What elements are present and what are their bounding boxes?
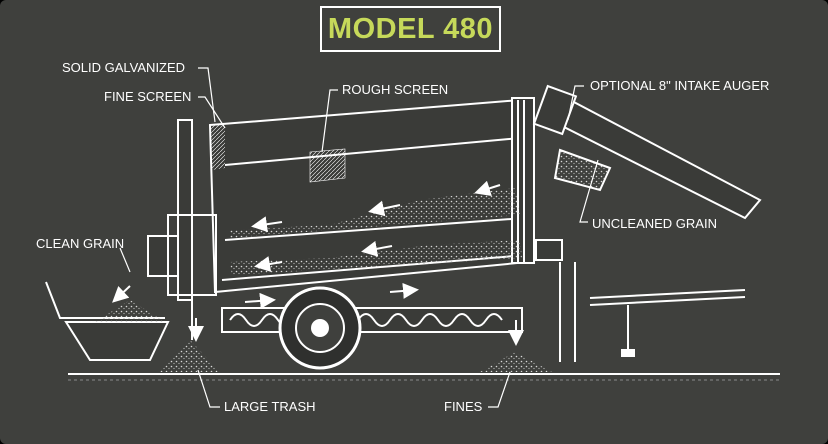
intake-auger — [532, 84, 762, 220]
hitch-and-stand — [535, 239, 746, 362]
discharge-frame — [45, 119, 217, 361]
label-rough-screen: ROUGH SCREEN — [342, 82, 448, 97]
rough-screen — [309, 148, 346, 183]
label-fines: FINES — [444, 399, 483, 414]
label-uncleaned-grain: UNCLEANED GRAIN — [592, 216, 717, 231]
clean-grain-pile — [95, 300, 165, 322]
wheel — [278, 286, 362, 370]
discharge-arrows — [112, 285, 524, 346]
label-intake-auger: OPTIONAL 8" INTAKE AUGER — [590, 78, 769, 93]
solid-galvanized-section — [210, 124, 225, 170]
fines-pile — [480, 352, 552, 372]
bottom-auger — [221, 307, 523, 333]
flow-arrows — [244, 180, 501, 309]
label-solid-galvanized: SOLID GALVANIZED — [62, 60, 185, 75]
label-fine-screen: FINE SCREEN — [104, 89, 191, 104]
model-title: MODEL 480 — [320, 6, 501, 52]
large-trash-pile — [160, 340, 220, 372]
label-clean-grain: CLEAN GRAIN — [36, 236, 124, 251]
grain-pile-lower — [230, 240, 522, 275]
ground — [68, 373, 780, 381]
leader-lines — [119, 67, 599, 408]
label-large-trash: LARGE TRASH — [224, 399, 316, 414]
